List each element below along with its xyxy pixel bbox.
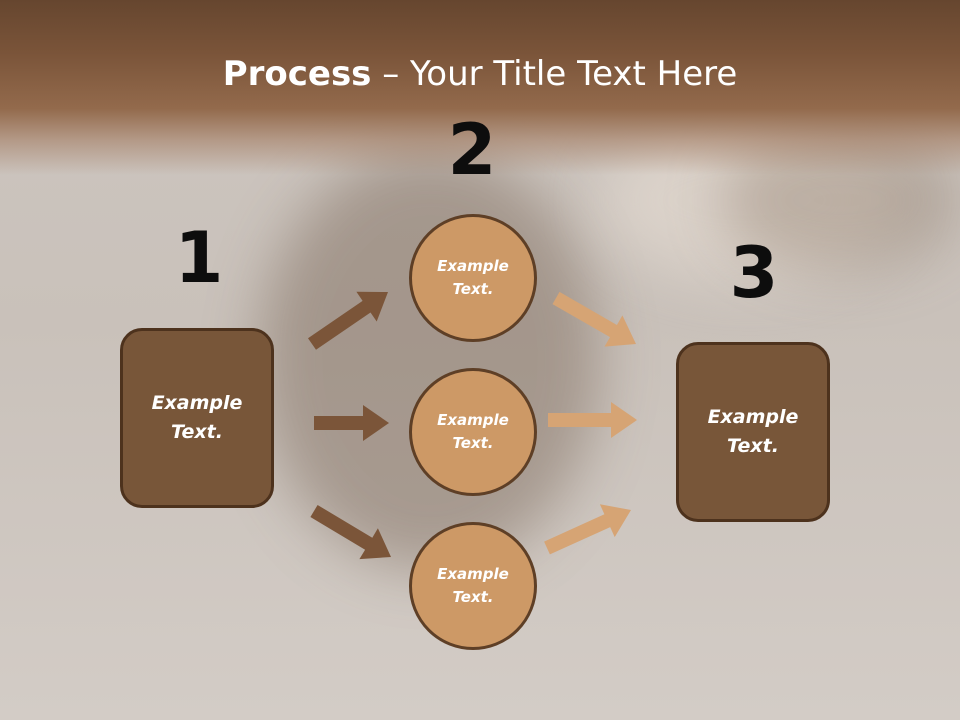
title-bar (0, 0, 960, 175)
background-shape (260, 150, 600, 570)
arrow-circle-3-to-3 (544, 504, 631, 555)
step-1-number: 1 (174, 217, 224, 299)
arrow-1-to-circle-2 (314, 405, 389, 441)
arrow-1-to-circle-1 (308, 291, 388, 350)
step-2-circle-1: Example Text. (409, 214, 537, 342)
step-3-number: 3 (729, 232, 779, 314)
title-bold: Process (222, 54, 372, 94)
step-3-box: Example Text. (676, 342, 830, 522)
step-2-number: 2 (447, 109, 497, 191)
circle-3-label: Example Text. (437, 565, 509, 606)
arrow-circle-2-to-3 (548, 402, 637, 438)
step-2-circle-3: Example Text. (409, 522, 537, 650)
circle-1-label: Example Text. (437, 257, 509, 298)
step-1-label: Example Text. (151, 392, 243, 443)
slide-title: Process – Your Title Text Here (0, 52, 960, 96)
arrow-circle-1-to-3 (552, 291, 636, 347)
circle-2-label: Example Text. (437, 411, 509, 452)
step-2-circle-2: Example Text. (409, 368, 537, 496)
step-1-box: Example Text. (120, 328, 274, 508)
arrow-1-to-circle-3 (310, 505, 391, 560)
title-rest: – Your Title Text Here (371, 54, 738, 94)
step-3-label: Example Text. (707, 406, 799, 457)
